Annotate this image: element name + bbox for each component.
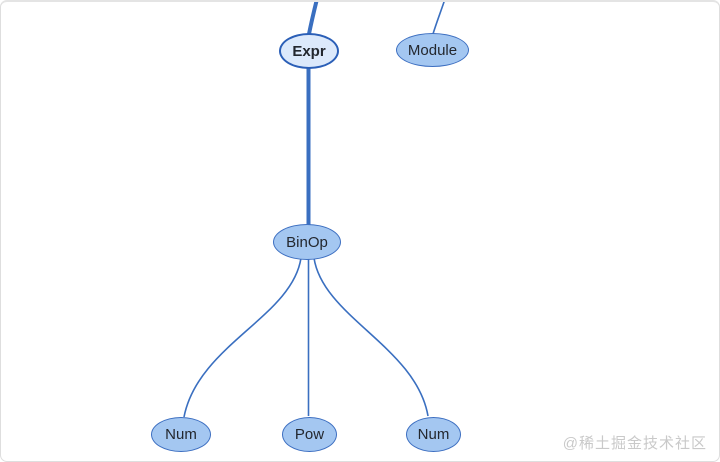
node-num-right: Num xyxy=(406,417,461,452)
node-expr: Expr xyxy=(279,33,339,69)
node-pow-label: Pow xyxy=(294,426,325,443)
node-binop: BinOp xyxy=(273,224,341,260)
node-binop-label: BinOp xyxy=(286,233,328,251)
node-num-right-label: Num xyxy=(417,426,450,443)
edge-binop-num-right xyxy=(313,257,429,417)
node-num-left-label: Num xyxy=(165,426,197,443)
node-num-left: Num xyxy=(151,417,211,452)
node-expr-label: Expr xyxy=(292,42,326,60)
node-module: Module xyxy=(396,33,469,67)
watermark-text: @稀土掘金技术社区 xyxy=(562,435,707,452)
edge-root-expr xyxy=(307,2,319,35)
edge-root-module xyxy=(432,2,445,35)
edge-binop-num-left xyxy=(183,257,302,418)
node-pow: Pow xyxy=(282,417,337,452)
node-module-label: Module xyxy=(407,41,458,59)
